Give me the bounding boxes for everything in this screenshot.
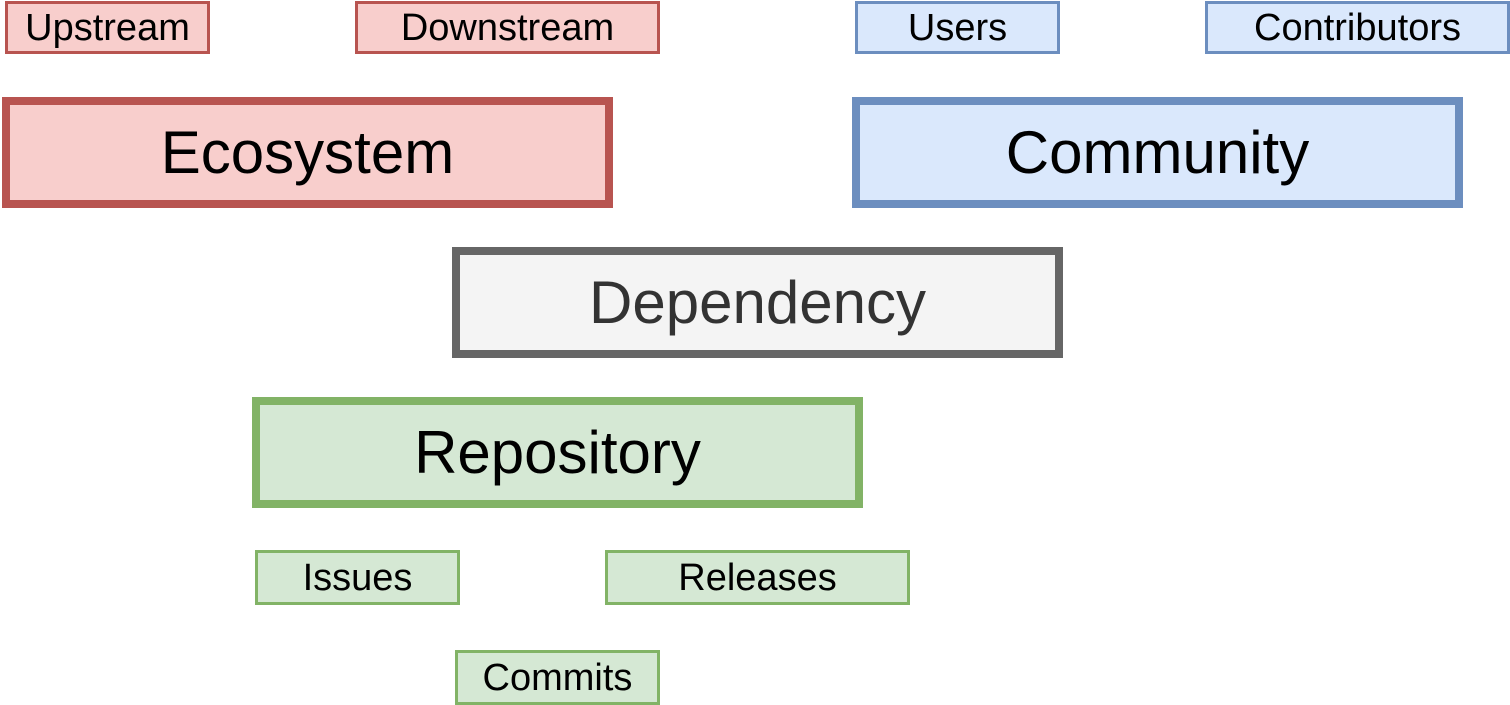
downstream-box: Downstream	[355, 1, 660, 54]
repository-label: Repository	[414, 418, 701, 486]
contributors-box: Contributors	[1205, 1, 1510, 54]
repository-box: Repository	[252, 397, 863, 508]
commits-label: Commits	[482, 656, 633, 699]
upstream-box: Upstream	[5, 1, 210, 54]
users-label: Users	[907, 6, 1008, 49]
dependency-label: Dependency	[589, 268, 926, 336]
ecosystem-box: Ecosystem	[2, 97, 613, 208]
upstream-label: Upstream	[25, 6, 190, 49]
downstream-label: Downstream	[400, 6, 615, 49]
commits-box: Commits	[455, 650, 660, 705]
releases-label: Releases	[678, 556, 837, 599]
community-label: Community	[1005, 118, 1310, 186]
releases-box: Releases	[605, 550, 910, 605]
community-box: Community	[852, 97, 1463, 208]
contributors-label: Contributors	[1254, 6, 1461, 49]
users-box: Users	[855, 1, 1060, 54]
issues-box: Issues	[255, 550, 460, 605]
ecosystem-label: Ecosystem	[160, 118, 455, 186]
issues-label: Issues	[302, 556, 413, 599]
dependency-box: Dependency	[452, 247, 1063, 358]
